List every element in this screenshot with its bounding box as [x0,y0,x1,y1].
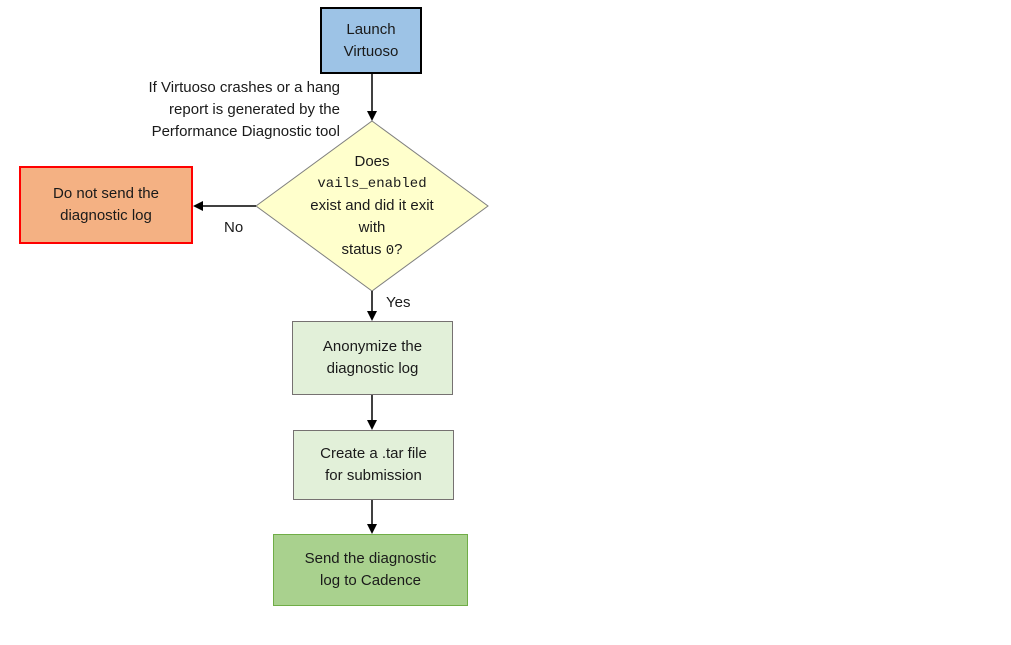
anonymize-line: Anonymize the [322,338,423,355]
send-line: Send the diagnostic [304,550,437,567]
decision-question: Does vails_enabled exist and did it exit… [284,146,460,266]
status-code: 0 [385,242,395,259]
do-not-send-box: Do not send the diagnostic log [19,166,193,244]
decision-line: exist and did it exit [310,196,434,214]
status-suffix: ? [394,240,403,258]
note-line: If Virtuoso crashes or a hang [148,79,341,96]
decision-line: with [358,218,386,236]
decision-code: vails_enabled [317,175,427,192]
decision-status-line: status 0? [342,239,403,262]
anonymize-box: Anonymize the diagnostic log [292,321,453,395]
send-to-cadence-box: Send the diagnostic log to Cadence [273,534,468,606]
send-line: log to Cadence [320,572,421,589]
tar-line: for submission [325,467,422,484]
edge-label-no: No [224,219,244,236]
no-send-line: diagnostic log [60,207,152,224]
no-send-line: Do not send the [53,185,159,202]
edge-label-yes: Yes [386,294,411,311]
note-line: report is generated by the [169,101,340,118]
launch-box-line: Virtuoso [343,42,399,60]
create-tar-box: Create a .tar file for submission [293,430,454,500]
tar-line: Create a .tar file [320,445,427,462]
launch-virtuoso-box: Launch Virtuoso [320,7,422,74]
crash-condition-note: If Virtuoso crashes or a hang report is … [108,77,341,143]
note-line: Performance Diagnostic tool [151,123,340,140]
launch-box-line: Launch [346,20,396,38]
anonymize-line: diagnostic log [326,360,419,377]
status-prefix: status [341,240,386,258]
decision-line: Does [354,152,390,170]
